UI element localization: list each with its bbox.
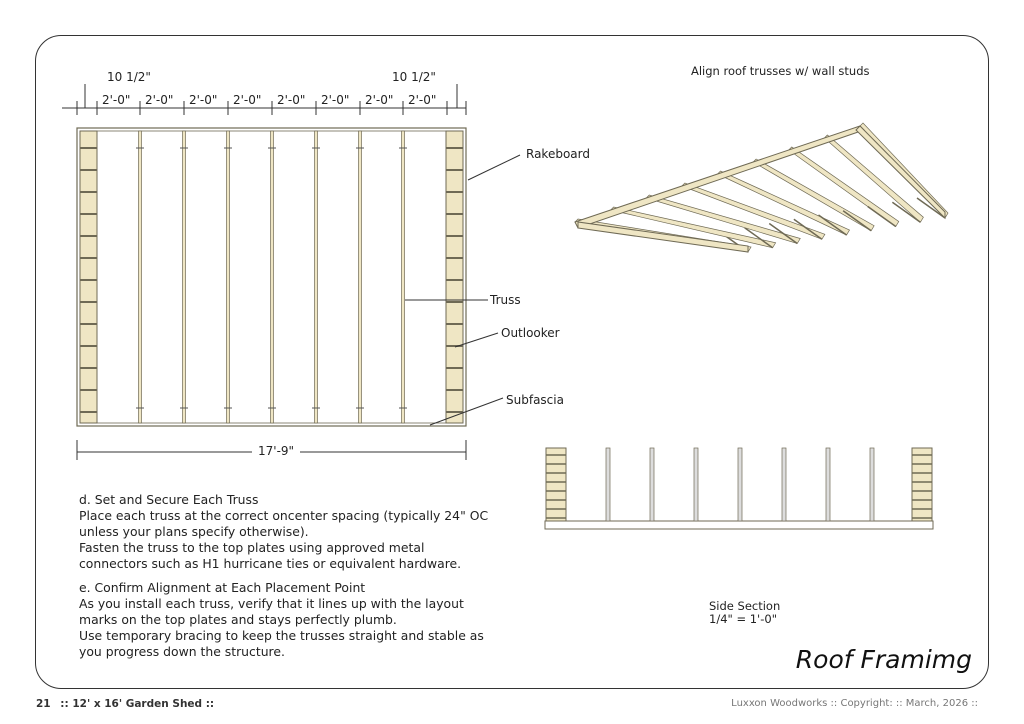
- instruction-heading: d. Set and Secure Each Truss: [79, 492, 259, 507]
- truss-section: [869, 447, 875, 522]
- truss-perspective: [645, 194, 801, 244]
- truss-section: [693, 447, 699, 522]
- truss-spacing-label: 2'-0": [365, 93, 394, 107]
- side-section-scale: 1/4" = 1'-0": [709, 612, 777, 626]
- truss-section: [737, 447, 743, 522]
- truss-perspective: [716, 170, 851, 236]
- instruction-e: e. Confirm Alignment at Each Placement P…: [79, 580, 484, 660]
- truss-perspective: [788, 146, 900, 228]
- truss: [358, 130, 362, 424]
- truss: [401, 130, 405, 424]
- subfascia-label: Subfascia: [506, 393, 564, 407]
- truss-spacing-label: 2'-0": [145, 93, 174, 107]
- rakeboard-outline: [76, 127, 467, 427]
- side-section-title: Side Section: [709, 599, 781, 613]
- instruction-line: Place each truss at the correct oncenter…: [79, 508, 489, 523]
- instruction-line: Use temporary bracing to keep the trusse…: [79, 628, 484, 643]
- outlooker-leader: [454, 332, 499, 348]
- footer-left: 21 :: 12' x 16' Garden Shed ::: [36, 698, 214, 710]
- page-border: [35, 35, 989, 689]
- truss-perspective: [823, 134, 924, 223]
- instruction-line: As you install each truss, verify that i…: [79, 596, 464, 611]
- truss-spacing-label: 2'-0": [102, 93, 131, 107]
- truss-section: [781, 447, 787, 522]
- truss-web: [891, 201, 921, 223]
- truss-spacing-label: 2'-0": [233, 93, 262, 107]
- top-plate: [544, 520, 934, 530]
- truss: [226, 130, 230, 424]
- truss-web: [842, 210, 872, 232]
- truss-web: [744, 227, 774, 249]
- outlooker-ladder: [79, 130, 98, 424]
- instruction-line: connectors such as H1 hurricane ties or …: [79, 556, 462, 571]
- outlooker-label: Outlooker: [501, 326, 560, 340]
- truss-spacing-label: 2'-0": [408, 93, 437, 107]
- gable-ladder: [911, 447, 933, 522]
- instruction-line: unless your plans specify otherwise).: [79, 524, 309, 539]
- truss-section: [649, 447, 655, 522]
- outlooker-ladder: [445, 130, 464, 424]
- gable-ladder: [545, 447, 567, 522]
- truss-web: [768, 222, 798, 245]
- subfascia-perspective: [577, 221, 749, 253]
- project-name: :: 12' x 16' Garden Shed ::: [60, 698, 215, 710]
- instruction-heading: e. Confirm Alignment at Each Placement P…: [79, 580, 366, 595]
- truss-spacing-label: 2'-0": [277, 93, 306, 107]
- truss-web: [793, 218, 823, 240]
- truss-perspective: [609, 206, 777, 249]
- rakeboard-perspective: [574, 125, 865, 229]
- overhang-right-label: 10 1/2": [392, 70, 436, 84]
- truss-web: [867, 205, 897, 228]
- perspective-caption: Align roof trusses w/ wall studs: [691, 64, 870, 78]
- truss-section: [605, 447, 611, 522]
- page-title: Roof Framimg: [795, 645, 972, 674]
- gable-truss: [855, 125, 946, 220]
- rakeboard-leader: [467, 154, 521, 181]
- truss: [314, 130, 318, 424]
- instruction-line: marks on the top plates and stays perfec…: [79, 612, 397, 627]
- truss: [182, 130, 186, 424]
- rakeboard-label: Rakeboard: [526, 147, 590, 161]
- instruction-line: Fasten the truss to the top plates using…: [79, 540, 425, 555]
- subfascia-leader: [429, 397, 504, 426]
- page-number: 21: [36, 698, 51, 710]
- instruction-d: d. Set and Secure Each Truss Place each …: [79, 492, 488, 572]
- truss-section: [825, 447, 831, 522]
- overhang-left-label: 10 1/2": [107, 70, 151, 84]
- truss-perspective: [681, 182, 826, 240]
- truss: [138, 130, 142, 424]
- truss-spacing-label: 2'-0": [321, 93, 350, 107]
- instruction-line: you progress down the structure.: [79, 644, 285, 659]
- truss-web: [916, 197, 946, 219]
- truss: [270, 130, 274, 424]
- truss-perspective: [752, 158, 875, 232]
- truss-spacing-label: 2'-0": [189, 93, 218, 107]
- truss-label: Truss: [490, 293, 521, 307]
- truss-web: [818, 214, 847, 236]
- overall-width-label: 17'-9": [252, 444, 301, 458]
- footer-right: Luxxon Woodworks :: Copyright: :: March,…: [731, 698, 978, 709]
